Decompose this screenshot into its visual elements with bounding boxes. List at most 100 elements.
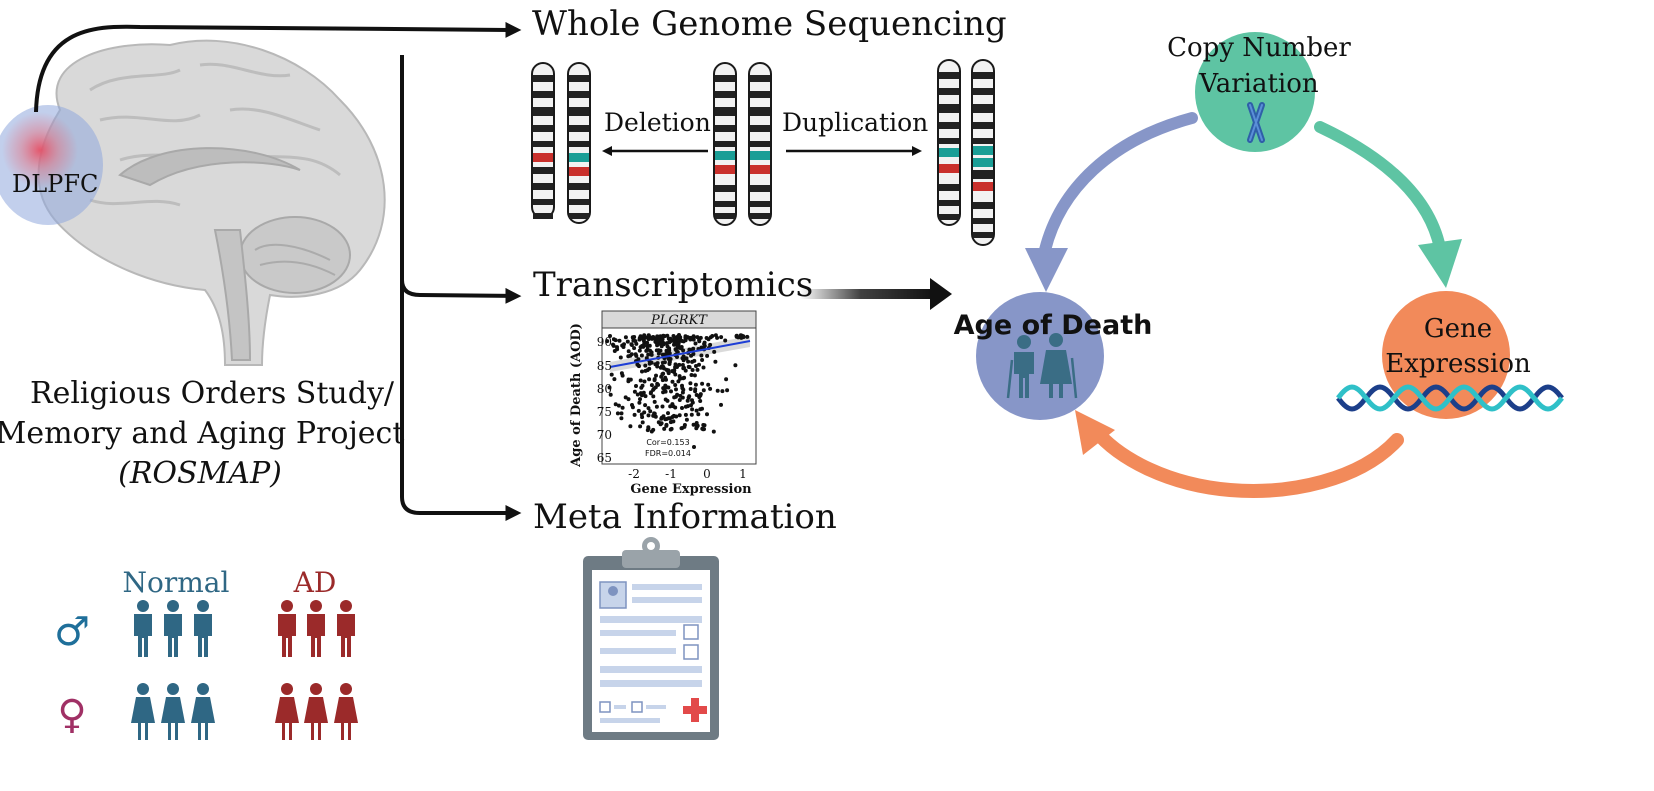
scatter-point: [668, 427, 673, 432]
scatter-point: [700, 358, 705, 362]
scatter-point: [638, 397, 642, 402]
scatter-point: [638, 424, 643, 429]
scatter-point: [644, 348, 649, 353]
scatter-point: [680, 390, 685, 395]
scatter-point: [708, 342, 713, 347]
scatter-point: [632, 346, 637, 351]
dlpfc-label: DLPFC: [12, 170, 98, 198]
scatter-point: [633, 339, 638, 344]
y-tick-90: 90: [597, 335, 612, 349]
scatter-point: [643, 403, 648, 408]
scatter-point: [688, 381, 693, 386]
scatter-point: [705, 353, 710, 358]
scatter-point: [705, 412, 709, 417]
scatter-point: [662, 385, 667, 390]
scatter-point: [681, 376, 686, 381]
elderly-couple-icon: [1006, 333, 1078, 399]
scatter-point: [733, 363, 738, 368]
scatter-point: [630, 403, 634, 407]
scatter-point: [660, 360, 665, 365]
y-tick-80: 80: [597, 382, 612, 396]
scatter-point: [642, 333, 647, 338]
scatter-point: [671, 334, 676, 338]
chromosome-duplicated-a: [937, 59, 961, 226]
scatter-point: [698, 399, 703, 403]
chromosome-illustrations: [531, 59, 995, 246]
scatter-point: [675, 344, 680, 349]
plot-x-axis-label: Gene Expression: [630, 482, 752, 497]
scatter-point: [647, 377, 652, 382]
scatter-point: [613, 402, 618, 407]
scatter-point: [668, 357, 673, 361]
scatter-point: [651, 413, 656, 418]
female-normal-person-icon: [131, 683, 155, 740]
dna-helix-icon: [1336, 384, 1564, 412]
scatter-point: [680, 339, 685, 343]
scatter-point: [683, 412, 688, 417]
scatter-point: [724, 377, 729, 382]
scatter-point: [638, 335, 643, 340]
scatter-point: [688, 335, 693, 340]
scatter-point: [645, 340, 650, 345]
scatter-point: [701, 388, 706, 393]
scatter-point: [643, 363, 648, 368]
scatter-point: [712, 349, 717, 354]
scatter-point: [672, 395, 677, 400]
female-ad-person-icon: [334, 683, 358, 740]
scatter-point: [615, 345, 619, 350]
y-tick-85: 85: [597, 359, 612, 373]
x-tick-0: 0: [703, 467, 711, 481]
scatter-point: [635, 362, 640, 367]
scatter-point: [632, 335, 637, 339]
scatter-point: [711, 429, 716, 434]
scatter-point: [664, 423, 669, 428]
plot-gene-title: PLGRKT: [650, 313, 708, 328]
scatter-point: [691, 334, 696, 339]
scatter-point: [664, 417, 669, 421]
scatter-point: [607, 385, 612, 390]
plot-y-axis-label: Age of Death (AOD): [569, 323, 584, 468]
scatter-point: [646, 413, 651, 418]
scatter-point: [646, 352, 651, 357]
scatter-point: [619, 411, 624, 416]
female-symbol-icon: ♀: [57, 692, 86, 738]
female-normal-person-icon: [161, 683, 185, 740]
scatter-point: [713, 333, 718, 338]
scatter-point: [690, 398, 694, 403]
scatter-point: [673, 365, 678, 370]
chromosome-duplicated-b: [971, 59, 995, 246]
scatter-point: [628, 424, 633, 429]
scatter-point: [694, 393, 699, 397]
scatter-point: [682, 424, 687, 429]
scatter-point: [651, 335, 656, 339]
scatter-point: [692, 358, 697, 363]
scatter-point: [655, 364, 660, 369]
scatter-point: [646, 425, 651, 430]
scatter-point: [692, 445, 696, 449]
scatter-point: [651, 394, 656, 399]
scatter-point: [693, 389, 698, 394]
deletion-label: Deletion: [604, 108, 711, 137]
scatter-point: [666, 369, 671, 374]
scatter-point: [678, 346, 683, 351]
scatter-point: [697, 339, 702, 344]
chromosome-deleted-b: [567, 62, 591, 224]
scatter-point: [639, 353, 644, 358]
scatter-point: [613, 338, 618, 343]
clipboard-icon: [583, 537, 719, 740]
scatter-point: [694, 426, 699, 431]
scatter-point: [641, 337, 646, 342]
scatter-point: [689, 412, 694, 417]
scatter-point: [700, 406, 704, 411]
x-tick-neg1: -1: [665, 467, 677, 481]
male-normal-person-icon: [134, 600, 152, 657]
scatter-point: [687, 365, 692, 370]
scatter-point: [662, 426, 667, 431]
chromosome-reference-a: [713, 62, 737, 226]
scatter-point: [681, 358, 686, 363]
scatter-point: [694, 364, 698, 368]
scatter-point: [668, 339, 673, 344]
scatter-point: [666, 411, 670, 416]
gene-expression-label-line1: Gene: [1424, 314, 1492, 344]
